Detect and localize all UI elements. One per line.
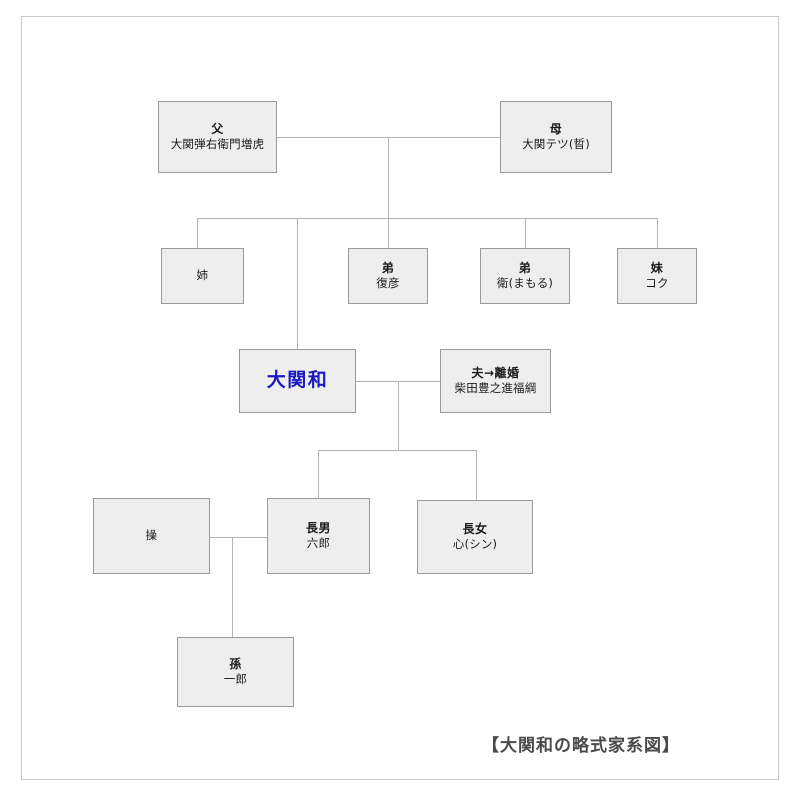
diagram-caption: 【大関和の略式家系図】 (482, 736, 680, 756)
node-eldest-son-role: 長男 (305, 521, 331, 536)
node-brother-fusahiko-role: 弟 (381, 261, 395, 276)
connector-parents-drop (388, 137, 389, 218)
node-eldest-son-name: 六郎 (306, 536, 331, 551)
node-grandchild-name: 一郎 (223, 672, 248, 687)
connector-drop-eldest-son (318, 450, 319, 498)
node-brother-fusahiko-name: 復彦 (376, 276, 400, 291)
node-eldest-daughter-name: 心(シン) (452, 537, 498, 552)
node-brother-fusahiko[interactable]: 弟 復彦 (348, 248, 428, 304)
node-eldest-daughter-shin[interactable]: 長女 心(シン) (417, 500, 533, 574)
node-son-spouse-label: 操 (145, 528, 158, 543)
node-husband-name: 柴田豊之進福綱 (454, 381, 537, 396)
node-son-spouse-misao[interactable]: 操 (93, 498, 210, 574)
node-eldest-daughter-role: 長女 (462, 522, 488, 537)
diagram-frame (21, 16, 779, 780)
connector-son-marriage (210, 537, 267, 538)
node-sister-role: 姉 (196, 268, 209, 283)
node-husband-role: 夫→離婚 (471, 366, 520, 381)
connector-focus-drop (398, 381, 399, 450)
connector-drop-brother1 (388, 218, 389, 248)
node-mother-role: 母 (549, 122, 563, 137)
node-younger-sister-name: コク (645, 276, 669, 291)
connector-drop-brother2 (525, 218, 526, 248)
node-ozeki-chika[interactable]: 大関和 (239, 349, 356, 413)
node-sister[interactable]: 姉 (161, 248, 244, 304)
node-ozeki-chika-label: 大関和 (266, 369, 329, 392)
node-younger-sister-koku[interactable]: 妹 コク (617, 248, 697, 304)
connector-drop-younger-sister (657, 218, 658, 248)
connector-children-bus (318, 450, 476, 451)
node-mother[interactable]: 母 大関テツ(晢) (500, 101, 612, 173)
node-brother-mamoru[interactable]: 弟 衛(まもる) (480, 248, 570, 304)
connector-sibling-bus (197, 218, 657, 219)
node-father[interactable]: 父 大関弾右衛門増虎 (158, 101, 277, 173)
connector-drop-focus (297, 218, 298, 349)
connector-drop-eldest-daughter (476, 450, 477, 500)
connector-drop-sister (197, 218, 198, 248)
node-father-role: 父 (211, 122, 224, 137)
node-brother-mamoru-name: 衛(まもる) (496, 276, 554, 291)
node-younger-sister-role: 妹 (650, 261, 664, 276)
node-grandchild-role: 孫 (229, 657, 242, 672)
node-husband-divorced[interactable]: 夫→離婚 柴田豊之進福綱 (440, 349, 551, 413)
node-father-name: 大関弾右衛門増虎 (170, 137, 265, 152)
connector-grandchild-drop (232, 537, 233, 637)
node-brother-mamoru-role: 弟 (518, 261, 532, 276)
node-eldest-son-rokuro[interactable]: 長男 六郎 (267, 498, 370, 574)
node-grandchild-ichiro[interactable]: 孫 一郎 (177, 637, 294, 707)
node-mother-name: 大関テツ(晢) (522, 137, 590, 152)
